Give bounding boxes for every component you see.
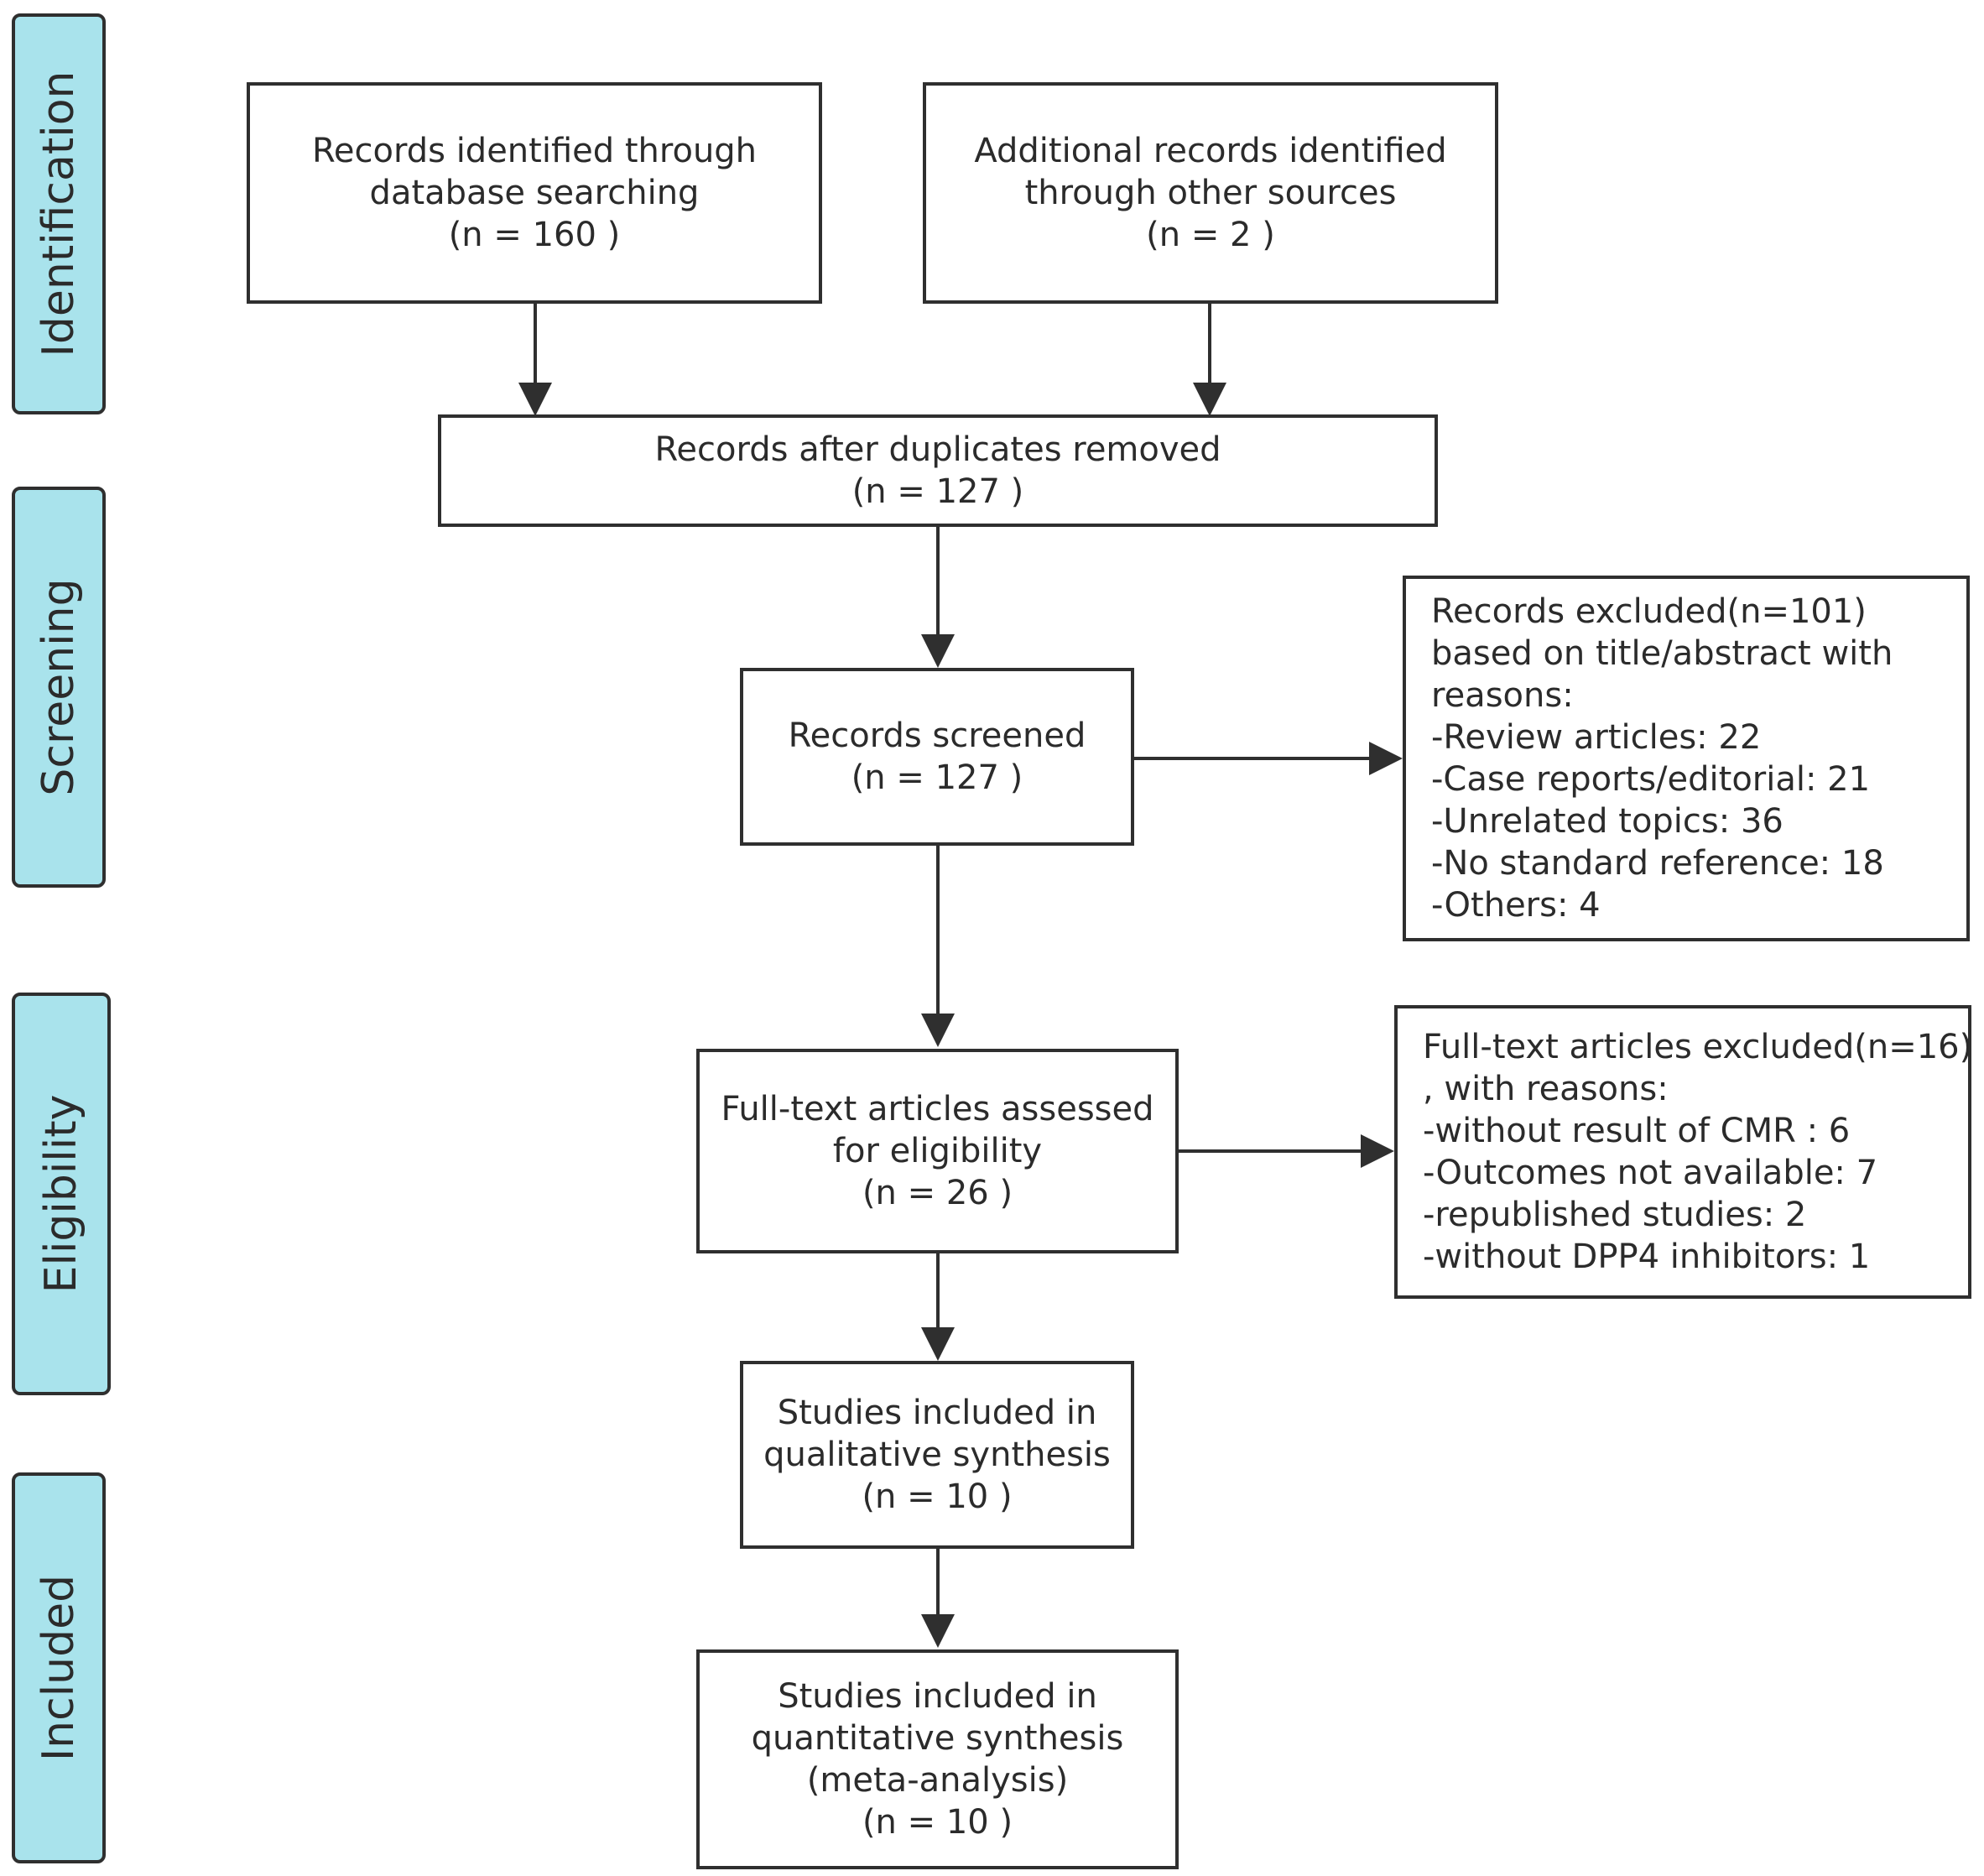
records-excluded-line-7: -No standard reference: 18 bbox=[1431, 844, 1884, 883]
records-screened-line-1: Records screened bbox=[788, 717, 1086, 755]
quantitative-line-1: Studies included in bbox=[778, 1677, 1097, 1716]
records-excluded-line-1: Records excluded(n=101) bbox=[1431, 592, 1867, 631]
database-search-line-1: Records identified through bbox=[311, 132, 758, 170]
full-text-excluded-line-4: -Outcomes not available: 7 bbox=[1423, 1154, 1878, 1192]
records-excluded-box: Records excluded(n=101) based on title/a… bbox=[1403, 576, 1970, 941]
phase-screening: Screening bbox=[12, 487, 106, 888]
duplicates-removed-line-1: Records after duplicates removed bbox=[654, 430, 1221, 469]
qualitative-synthesis-box: Studies included in qualitative synthesi… bbox=[740, 1361, 1134, 1549]
quantitative-synthesis-box: Studies included in quantitative synthes… bbox=[696, 1649, 1179, 1869]
records-excluded-line-2: based on title/abstract with bbox=[1431, 634, 1893, 673]
qualitative-line-2: qualitative synthesis bbox=[763, 1436, 1111, 1474]
full-text-excluded-line-5: -republished studies: 2 bbox=[1423, 1196, 1807, 1234]
quantitative-line-2: quantitative synthesis bbox=[751, 1719, 1124, 1758]
database-search-line-2: database searching bbox=[369, 174, 700, 212]
phase-eligibility: Eligibility bbox=[12, 993, 111, 1395]
full-text-assessed-box: Full-text articles assessed for eligibil… bbox=[696, 1049, 1179, 1253]
full-text-excluded-line-3: -without result of CMR : 6 bbox=[1423, 1112, 1851, 1150]
full-text-assessed-line-2: for eligibility bbox=[832, 1132, 1043, 1170]
records-screened-box: Records screened (n = 127 ) bbox=[740, 668, 1134, 846]
qualitative-line-1: Studies included in bbox=[777, 1394, 1097, 1432]
database-search-box: Records identified through database sear… bbox=[247, 82, 822, 304]
records-screened-count: (n = 127 ) bbox=[851, 758, 1023, 797]
full-text-excluded-line-2: , with reasons: bbox=[1423, 1070, 1669, 1108]
records-excluded-line-6: -Unrelated topics: 36 bbox=[1431, 802, 1784, 841]
phase-included: Included bbox=[12, 1472, 106, 1863]
full-text-excluded-line-1: Full-text articles excluded(n=16) bbox=[1423, 1028, 1973, 1066]
other-sources-line-2: through other sources bbox=[1024, 174, 1397, 212]
quantitative-count: (n = 10 ) bbox=[862, 1803, 1013, 1842]
duplicates-removed-box: Records after duplicates removed (n = 12… bbox=[438, 414, 1438, 527]
phase-identification: Identification bbox=[12, 13, 106, 414]
records-excluded-line-3: reasons: bbox=[1431, 676, 1574, 715]
database-search-count: (n = 160 ) bbox=[448, 216, 621, 254]
full-text-excluded-box: Full-text articles excluded(n=16) , with… bbox=[1394, 1005, 1973, 1299]
other-sources-count: (n = 2 ) bbox=[1146, 216, 1275, 254]
other-sources-line-1: Additional records identified bbox=[974, 132, 1447, 170]
full-text-assessed-count: (n = 26 ) bbox=[862, 1174, 1013, 1212]
records-excluded-line-8: -Others: 4 bbox=[1431, 886, 1601, 925]
full-text-excluded-line-6: -without DPP4 inhibitors: 1 bbox=[1423, 1238, 1871, 1276]
qualitative-count: (n = 10 ) bbox=[862, 1477, 1013, 1516]
quantitative-line-3: (meta-analysis) bbox=[806, 1761, 1069, 1800]
duplicates-removed-count: (n = 127 ) bbox=[851, 472, 1024, 511]
full-text-assessed-line-1: Full-text articles assessed bbox=[721, 1090, 1154, 1128]
records-excluded-line-4: -Review articles: 22 bbox=[1431, 718, 1762, 757]
other-sources-box: Additional records identified through ot… bbox=[923, 82, 1498, 304]
records-excluded-line-5: -Case reports/editorial: 21 bbox=[1431, 760, 1871, 799]
